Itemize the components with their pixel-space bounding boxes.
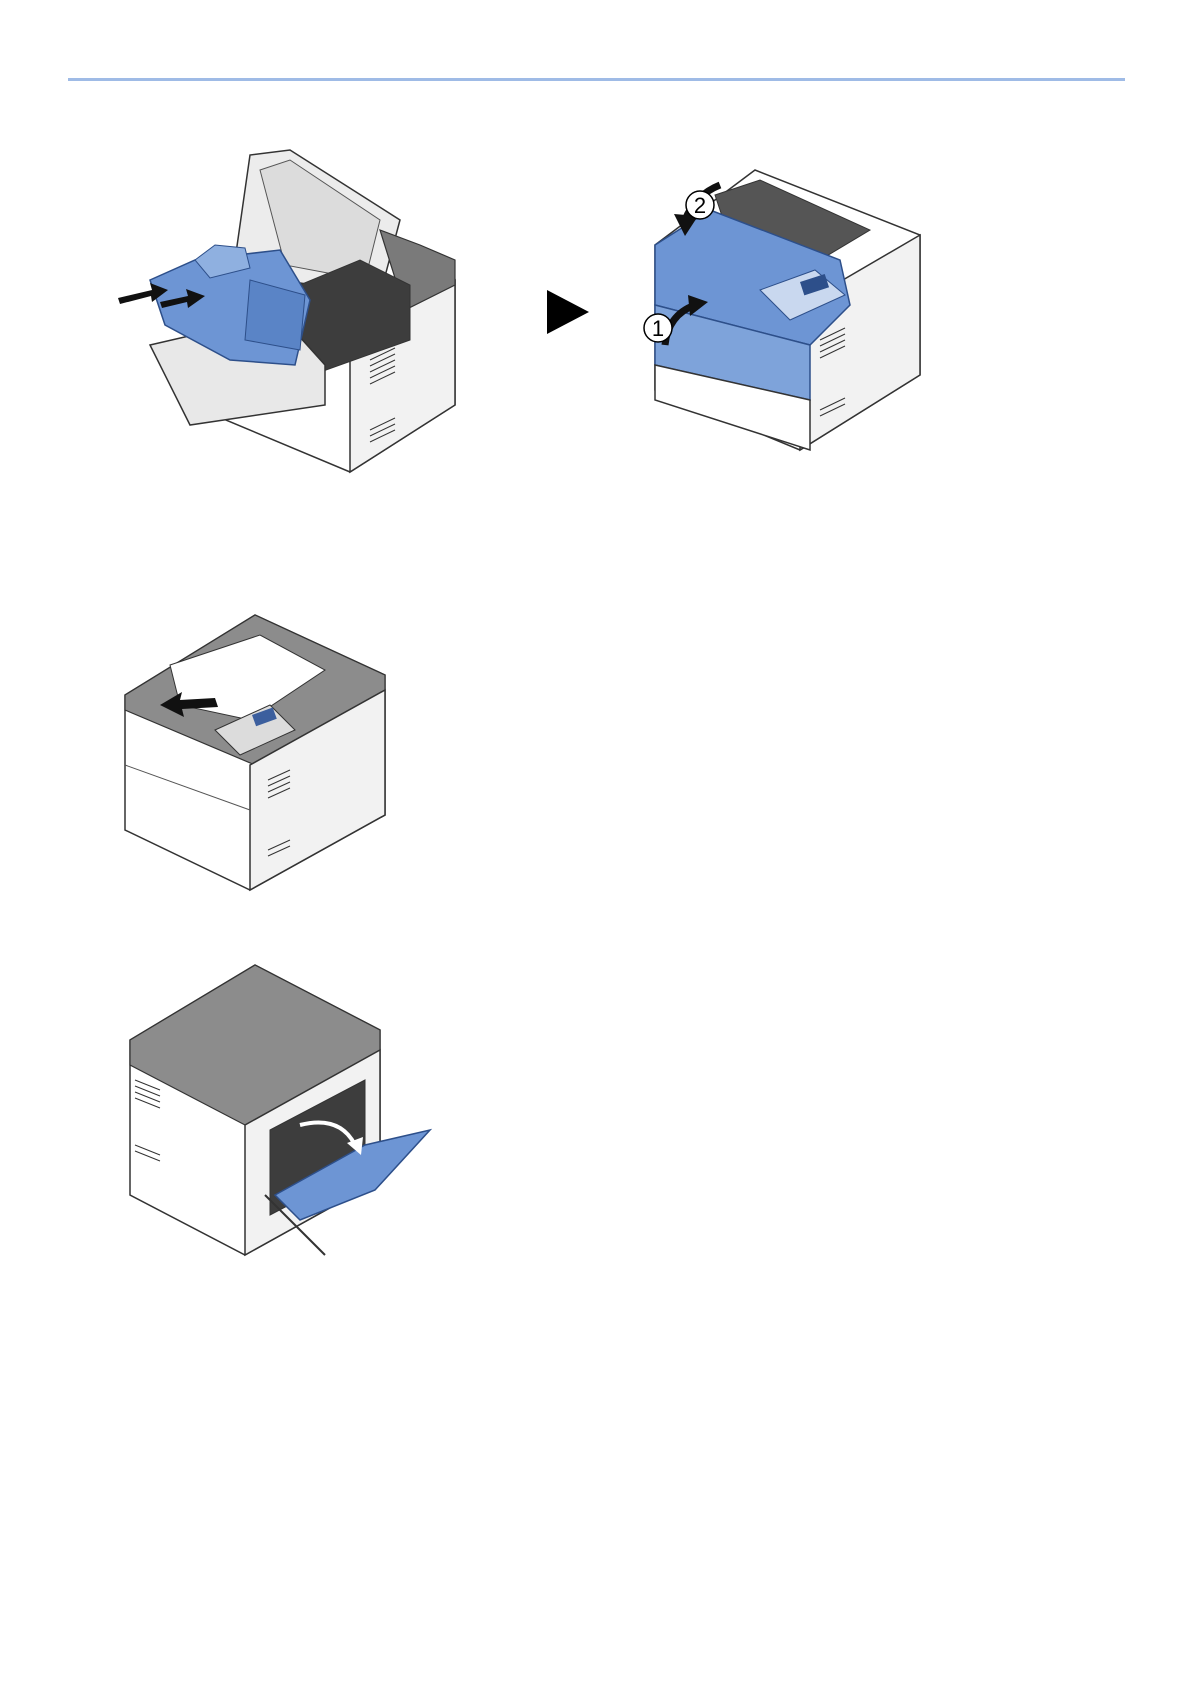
callout-2: 2 [694,193,706,218]
printer-rear-cover-open-illustration [125,965,435,1260]
printer-open-toner-insert-illustration [120,150,460,475]
play-arrow-icon [545,288,595,338]
printer-paper-icon [120,610,390,895]
callout-1: 1 [652,316,664,341]
next-step-arrow [545,288,595,338]
printer-close-covers-illustration: 1 2 [640,170,930,460]
header-rule [68,78,1125,81]
printer-closed-icon: 1 2 [640,170,930,460]
printer-rear-icon [125,965,435,1260]
printer-open-icon [120,150,460,475]
printer-paper-output-illustration [120,610,390,895]
